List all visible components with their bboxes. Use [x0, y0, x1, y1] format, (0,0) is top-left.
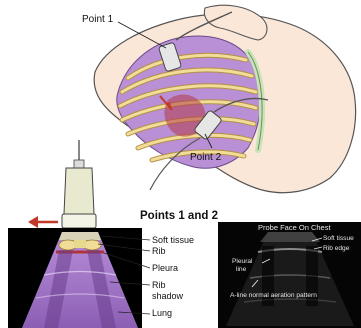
us-label-a-line: A-line normal aeration pattern	[230, 292, 317, 299]
label-soft-tissue: Soft tissue	[152, 235, 194, 245]
us-label-pleural-1: Pleural	[232, 258, 253, 265]
us-label-soft-tissue: Soft tissue	[323, 235, 354, 242]
label-rib-shadow-1: Rib	[152, 280, 166, 290]
point-2-label: Point 2	[190, 152, 222, 163]
us-label-pleural-2: line	[236, 266, 247, 273]
point-1-label: Point 1	[82, 14, 114, 25]
soft-tissue-band	[59, 232, 101, 240]
sweep-arrow	[28, 216, 58, 228]
label-rib-shadow-2: shadow	[152, 291, 184, 301]
torso-illustration: Point 1 Point 2	[82, 5, 356, 192]
ultrasound-probe	[62, 140, 96, 228]
schematic-title: Points 1 and 2	[140, 210, 218, 222]
schematic-panel	[8, 228, 142, 328]
label-lung: Lung	[152, 308, 172, 318]
us-label-rib-edge: Rib edge	[323, 245, 350, 252]
label-rib: Rib	[152, 246, 166, 256]
label-pleura: Pleura	[152, 263, 178, 273]
us-title: Probe Face On Chest	[258, 223, 331, 232]
ultrasound-image-panel: Probe Face On Chest Soft tissue Rib edge…	[218, 222, 361, 328]
